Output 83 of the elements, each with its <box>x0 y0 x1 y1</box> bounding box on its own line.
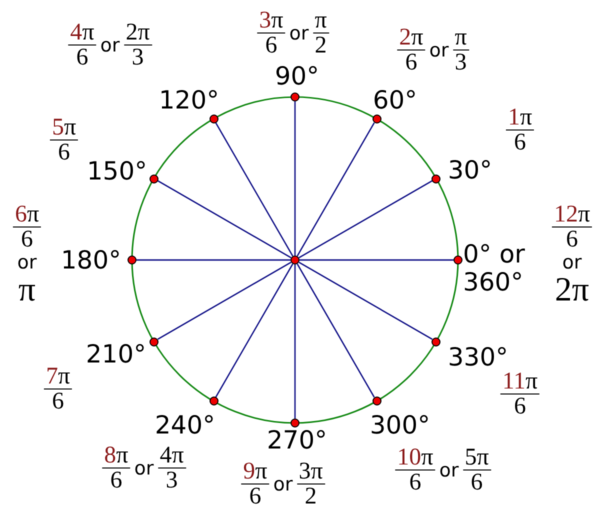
degree-label: 300° <box>370 411 430 439</box>
point-marker <box>290 92 300 102</box>
point-marker <box>432 174 441 183</box>
fraction-numerator: 5π <box>50 116 78 140</box>
radian-value: π <box>18 274 36 308</box>
fraction-denominator: 6 <box>565 228 579 252</box>
point-marker <box>372 114 381 124</box>
fraction-denominator: 3 <box>454 50 468 74</box>
fraction-numerator: 2π <box>397 26 426 50</box>
degree-label: 90° <box>274 62 320 90</box>
point-marker <box>290 418 300 428</box>
radius-line <box>215 264 294 398</box>
degree-label: 270° <box>266 426 328 454</box>
connector-word: or <box>273 473 293 495</box>
fraction-denominator: 3 <box>164 468 179 492</box>
radius-line <box>298 262 433 340</box>
fraction-denominator: 2 <box>304 484 318 508</box>
fraction-denominator: 6 <box>264 34 278 58</box>
radius-line <box>157 262 292 340</box>
fraction-numerator: π <box>312 8 329 34</box>
radius-line <box>296 264 375 398</box>
fraction-denominator: 6 <box>513 130 527 154</box>
radius-line <box>157 180 292 258</box>
fraction-numerator: 4π <box>68 20 96 46</box>
fraction-denominator: 6 <box>404 50 418 74</box>
fraction-denominator: 6 <box>57 140 71 164</box>
connector-word: or <box>429 39 449 61</box>
point-marker <box>290 256 300 264</box>
connector-word: or <box>289 22 309 44</box>
fraction-denominator: 6 <box>51 390 65 414</box>
fraction-numerator: 5π <box>462 446 491 470</box>
point-marker <box>128 256 136 264</box>
fraction-denominator: 6 <box>248 484 262 508</box>
point-marker <box>432 337 441 346</box>
fraction-denominator: 6 <box>513 394 527 418</box>
degree-label: 240° <box>154 411 216 439</box>
degree-label: 60° <box>372 86 418 114</box>
fraction-numerator: 9π <box>241 460 270 484</box>
connector-word: or <box>134 457 154 479</box>
fraction-numerator: 1π <box>506 106 534 130</box>
fraction-denominator: 6 <box>470 470 484 494</box>
fraction-denominator: 6 <box>75 46 90 70</box>
fraction-numerator: 3π <box>296 460 325 484</box>
fraction-denominator: 3 <box>130 46 145 70</box>
point-marker <box>372 396 381 406</box>
fraction-numerator: 6π <box>12 202 42 228</box>
degree-label: 180° <box>60 246 122 274</box>
radius-line <box>298 180 433 258</box>
degree-label: 30° <box>448 156 492 184</box>
fraction-denominator: 6 <box>408 470 422 494</box>
degree-label: 120° <box>158 86 220 114</box>
point-marker <box>209 114 218 124</box>
radian-value: 2π <box>554 274 590 308</box>
point-marker <box>149 337 158 346</box>
radius-line <box>215 122 294 256</box>
fraction-numerator: 4π <box>158 444 186 468</box>
fraction-numerator: 12π <box>552 202 592 228</box>
degree-label: 330° <box>448 343 508 371</box>
connector-word: or <box>562 252 582 274</box>
radius-line <box>136 259 290 261</box>
radius-line <box>294 264 296 418</box>
fraction-denominator: 6 <box>20 228 34 252</box>
degree-label: 150° <box>86 157 148 185</box>
degree-label: 210° <box>86 340 146 368</box>
fraction-numerator: 3π <box>257 8 286 34</box>
fraction-numerator: 2π <box>124 20 152 46</box>
fraction-numerator: 8π <box>102 444 130 468</box>
fraction-numerator: 10π <box>395 446 436 470</box>
point-marker <box>209 396 218 406</box>
point-marker <box>454 256 462 264</box>
connector-word: or <box>17 252 37 274</box>
point-marker <box>149 174 158 183</box>
radius-line <box>300 259 454 261</box>
fraction-numerator: 7π <box>44 364 72 390</box>
radius-line <box>294 102 296 256</box>
connector-word: or <box>439 459 459 481</box>
degree-label: 0° or 360° <box>463 240 526 296</box>
connector-word: or <box>100 34 120 56</box>
radius-line <box>296 122 375 256</box>
fraction-numerator: 11π <box>500 370 540 394</box>
fraction-denominator: 2 <box>314 34 328 58</box>
fraction-denominator: 6 <box>109 468 124 492</box>
fraction-numerator: π <box>452 26 469 50</box>
